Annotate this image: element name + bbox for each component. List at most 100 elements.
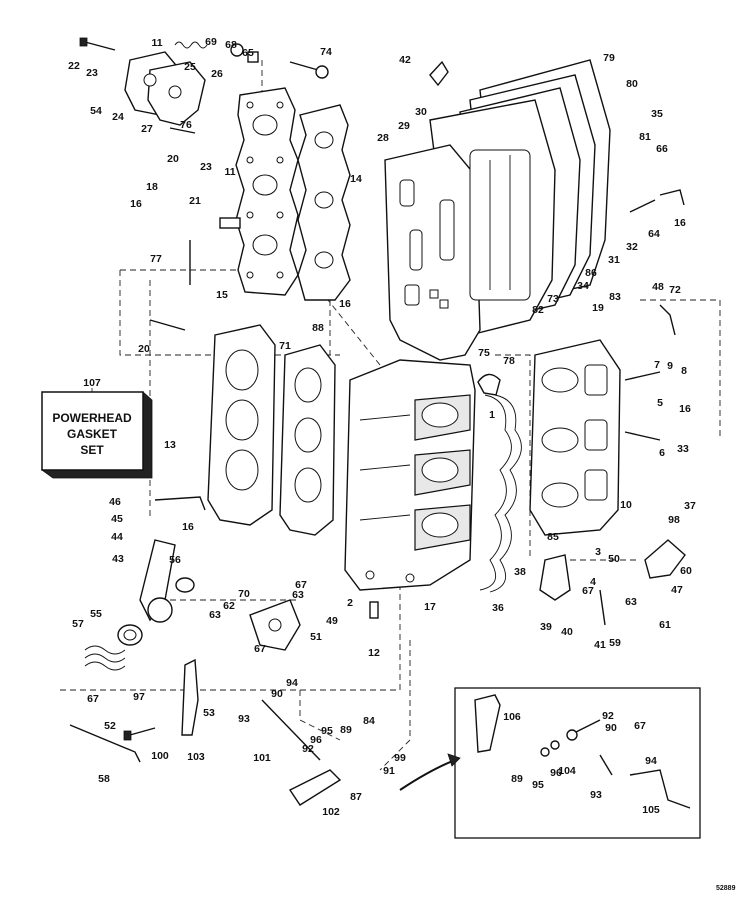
callout-16: 16 [339,298,351,310]
callout-55: 55 [90,608,102,620]
callout-22: 22 [68,60,80,72]
callout-87: 87 [350,791,362,803]
callout-39: 39 [540,621,552,633]
callout-97: 97 [133,691,145,703]
callout-42: 42 [399,54,411,66]
exhaust-cover-stack [384,59,611,361]
callout-91: 91 [383,765,395,777]
callout-82: 82 [532,304,544,316]
callout-24: 24 [112,111,124,123]
hardware-parts [69,37,686,806]
callout-96: 96 [550,767,562,779]
thermostat-housing [124,51,206,126]
callout-60: 60 [680,565,692,577]
callout-11: 11 [151,37,162,49]
callout-16: 16 [679,403,691,415]
exhaust-cover-gasket [279,344,336,536]
callout-1: 1 [489,409,495,421]
callout-47: 47 [671,584,683,596]
callout-103: 103 [187,751,205,763]
callout-67: 67 [295,579,307,591]
callout-21: 21 [189,195,201,207]
callout-23: 23 [86,67,98,79]
callout-92: 92 [602,710,614,722]
callout-19: 19 [592,302,604,314]
callout-18: 18 [146,181,158,193]
callout-16: 16 [182,521,194,533]
callout-23: 23 [200,161,212,173]
callout-61: 61 [659,619,671,631]
callout-90: 90 [605,722,617,734]
callout-70: 70 [238,588,250,600]
callout-72: 72 [669,284,681,296]
callout-64: 64 [648,228,660,240]
callout-84: 84 [363,715,375,727]
head-gasket [297,104,351,301]
cylinder-head [235,87,299,296]
callout-71: 71 [279,340,291,352]
callout-93: 93 [590,789,602,801]
callout-63: 63 [209,609,221,621]
callout-41: 41 [594,639,606,651]
crankcase-seal-strip [479,394,522,593]
callout-79: 79 [603,52,615,64]
callout-31: 31 [608,254,620,266]
callout-8: 8 [681,365,687,377]
callout-2: 2 [347,597,353,609]
callout-34: 34 [577,280,589,292]
callout-89: 89 [511,773,523,785]
callout-67: 67 [634,720,646,732]
callout-80: 80 [626,78,638,90]
callout-10: 10 [620,499,632,511]
callout-67: 67 [87,693,99,705]
callout-33: 33 [677,443,689,455]
callout-6: 6 [659,447,665,459]
callout-28: 28 [377,132,389,144]
callout-95: 95 [532,779,544,791]
callout-99: 99 [394,752,406,764]
callout-29: 29 [398,120,410,132]
callout-32: 32 [626,241,638,253]
callout-57: 57 [72,618,84,630]
callout-95: 95 [321,725,333,737]
callout-96: 96 [310,734,322,746]
callout-85: 85 [547,531,559,543]
callout-88: 88 [312,322,324,334]
callout-59: 59 [609,637,621,649]
callout-66: 66 [656,143,668,155]
callout-50: 50 [608,553,620,565]
callout-86: 86 [585,267,597,279]
callout-92: 92 [302,743,314,755]
callout-63: 63 [292,589,304,601]
callout-16: 16 [130,198,142,210]
callout-100: 100 [151,750,169,762]
callout-51: 51 [310,631,322,643]
callout-67: 67 [254,643,266,655]
callout-104: 104 [558,765,576,777]
callout-53: 53 [203,707,215,719]
callout-93: 93 [238,713,250,725]
callout-16: 16 [674,217,686,229]
callout-75: 75 [478,347,490,359]
callout-26: 26 [211,68,223,80]
callout-76: 76 [180,119,192,131]
callout-94: 94 [286,677,298,689]
callout-105: 105 [642,804,660,816]
kit-title-line-1: POWERHEAD [52,411,132,425]
callout-40: 40 [561,626,573,638]
callout-11: 11 [224,166,235,178]
callout-74: 74 [320,46,332,58]
kit-title-line-2: GASKET [67,427,118,441]
callout-43: 43 [112,553,124,565]
callout-20: 20 [167,153,179,165]
callout-20: 20 [138,343,150,355]
callout-9: 9 [667,360,673,372]
callout-7: 7 [654,359,660,371]
callout-36: 36 [492,602,504,614]
callout-14: 14 [350,173,362,185]
callout-45: 45 [111,513,123,525]
cylinder-block [344,359,476,591]
callout-38: 38 [514,566,526,578]
callout-27: 27 [141,123,153,135]
